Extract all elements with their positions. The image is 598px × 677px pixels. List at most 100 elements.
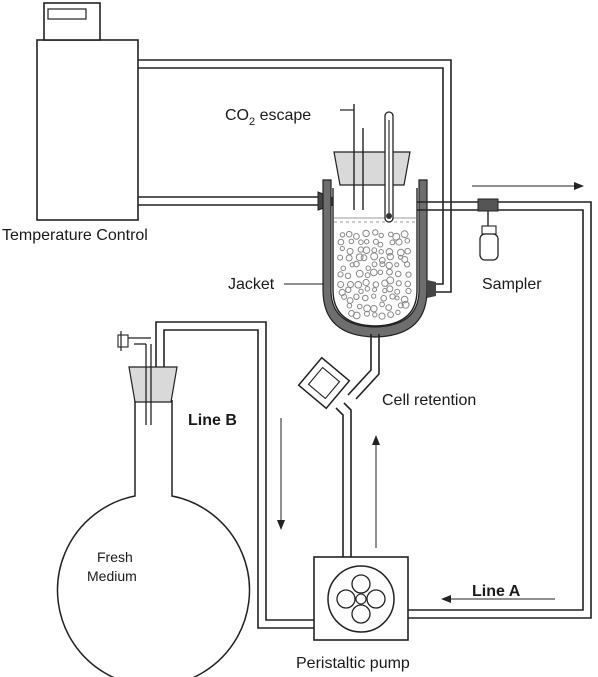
cell-bubble [372, 312, 378, 318]
co2-escape-label: CO2 escape [225, 107, 311, 128]
cell-bubble [358, 288, 364, 294]
line-b-label: Line B [188, 412, 237, 429]
cell-bubble [372, 287, 378, 293]
cell-bubble [372, 281, 380, 288]
cell-bubble [395, 280, 402, 287]
cell-bubble [378, 249, 384, 255]
fresh-medium-label-2: Medium [87, 568, 137, 584]
cell-bubble [337, 281, 345, 288]
flow-arrow-sampler [472, 182, 584, 190]
cell-retention-device [297, 350, 380, 562]
cell-bubble [364, 272, 371, 279]
peristaltic-pump-label: Peristaltic pump [296, 655, 410, 672]
fresh-medium-label-1: Fresh [97, 549, 133, 565]
cell-bubble [352, 311, 361, 320]
thermometer [384, 111, 394, 223]
jacket-label: Jacket [228, 276, 275, 293]
cell-bubble [346, 302, 353, 309]
cell-bubble [345, 254, 353, 262]
cell-bubble [365, 265, 371, 271]
cell-bubble [341, 293, 348, 300]
cell-bubble [378, 312, 386, 320]
cell-bubble [401, 300, 410, 309]
cell-bubble [378, 257, 386, 264]
cell-bubble [345, 230, 353, 238]
bioreactor-vessel [322, 179, 436, 350]
reactor-stopper [333, 151, 411, 186]
cell-bubble [345, 286, 352, 293]
cell-bubble [353, 293, 360, 300]
cell-bubble [404, 237, 411, 244]
cell-bubble [349, 262, 355, 268]
cell-bubble [404, 280, 412, 288]
cell-bubble [377, 269, 384, 276]
flow-arrow-up [372, 435, 380, 548]
cell-bubble [394, 270, 402, 278]
cell-bubble [380, 295, 388, 302]
cell-bubble [353, 260, 360, 268]
cell-bubble [379, 301, 385, 308]
flow-arrow-line-b [277, 418, 285, 530]
cell-bubble [405, 287, 412, 295]
cell-bubble [372, 238, 379, 245]
cell-bubble [394, 262, 400, 268]
cell-bubble [360, 254, 368, 262]
cell-bubble [397, 302, 404, 309]
cell-bubble [362, 294, 369, 302]
cell-retention-label: Cell retention [382, 392, 476, 409]
cell-bubble [385, 261, 393, 270]
cell-bubble [385, 304, 393, 312]
sampler [477, 198, 499, 261]
cell-bubble [346, 247, 354, 255]
cell-bubble [395, 238, 403, 246]
cell-bubble [385, 248, 394, 256]
line-a-tubing [408, 201, 592, 619]
cell-bubble [362, 229, 370, 238]
cell-bubble [386, 268, 393, 276]
cell-bubble [356, 303, 363, 310]
cell-bubble [389, 239, 396, 246]
cell-bubble [405, 271, 412, 278]
cell-bubble [395, 309, 401, 316]
cell-bubble [370, 305, 378, 313]
cell-bubble [370, 268, 378, 277]
cell-bubble [400, 295, 409, 304]
cell-bubble [355, 269, 364, 278]
cell-bubble [339, 245, 345, 252]
cell-bubble [379, 261, 386, 268]
cell-bubble [362, 246, 371, 254]
cell-bubbles [337, 229, 412, 320]
cell-bubble [386, 252, 394, 261]
co2-escape-tubes [340, 104, 364, 210]
cell-bubble [386, 285, 394, 293]
cell-bubble [400, 230, 409, 239]
temperature-control-label: Temperature Control [2, 227, 148, 244]
cell-bubble [378, 232, 384, 239]
line-a-label: Line A [472, 583, 521, 600]
fresh-medium-flask [56, 331, 251, 677]
cell-bubble [337, 271, 344, 278]
cell-bubble [387, 311, 395, 319]
flow-arrow-line-a [441, 595, 555, 603]
cell-bubble [364, 310, 370, 317]
cell-bubble [340, 265, 347, 272]
cell-bubble [371, 293, 377, 299]
cell-bubble [348, 238, 355, 245]
cell-bubble [354, 281, 363, 289]
cell-bubble [353, 233, 360, 240]
cell-bubble [372, 229, 379, 236]
cell-bubble [397, 248, 405, 257]
cell-bubble [337, 238, 345, 246]
jacket-feed-tubing [138, 191, 334, 211]
cell-bubble [362, 278, 370, 287]
cell-bubble [364, 239, 370, 245]
cell-bubble [377, 241, 384, 248]
cell-bubble [364, 286, 371, 292]
cell-bubble [370, 252, 379, 261]
peristaltic-pump [313, 556, 409, 641]
temperature-control-unit [36, 2, 139, 221]
cell-bubble [394, 288, 401, 295]
cell-bubble [358, 239, 364, 245]
cell-bubble [404, 261, 411, 268]
